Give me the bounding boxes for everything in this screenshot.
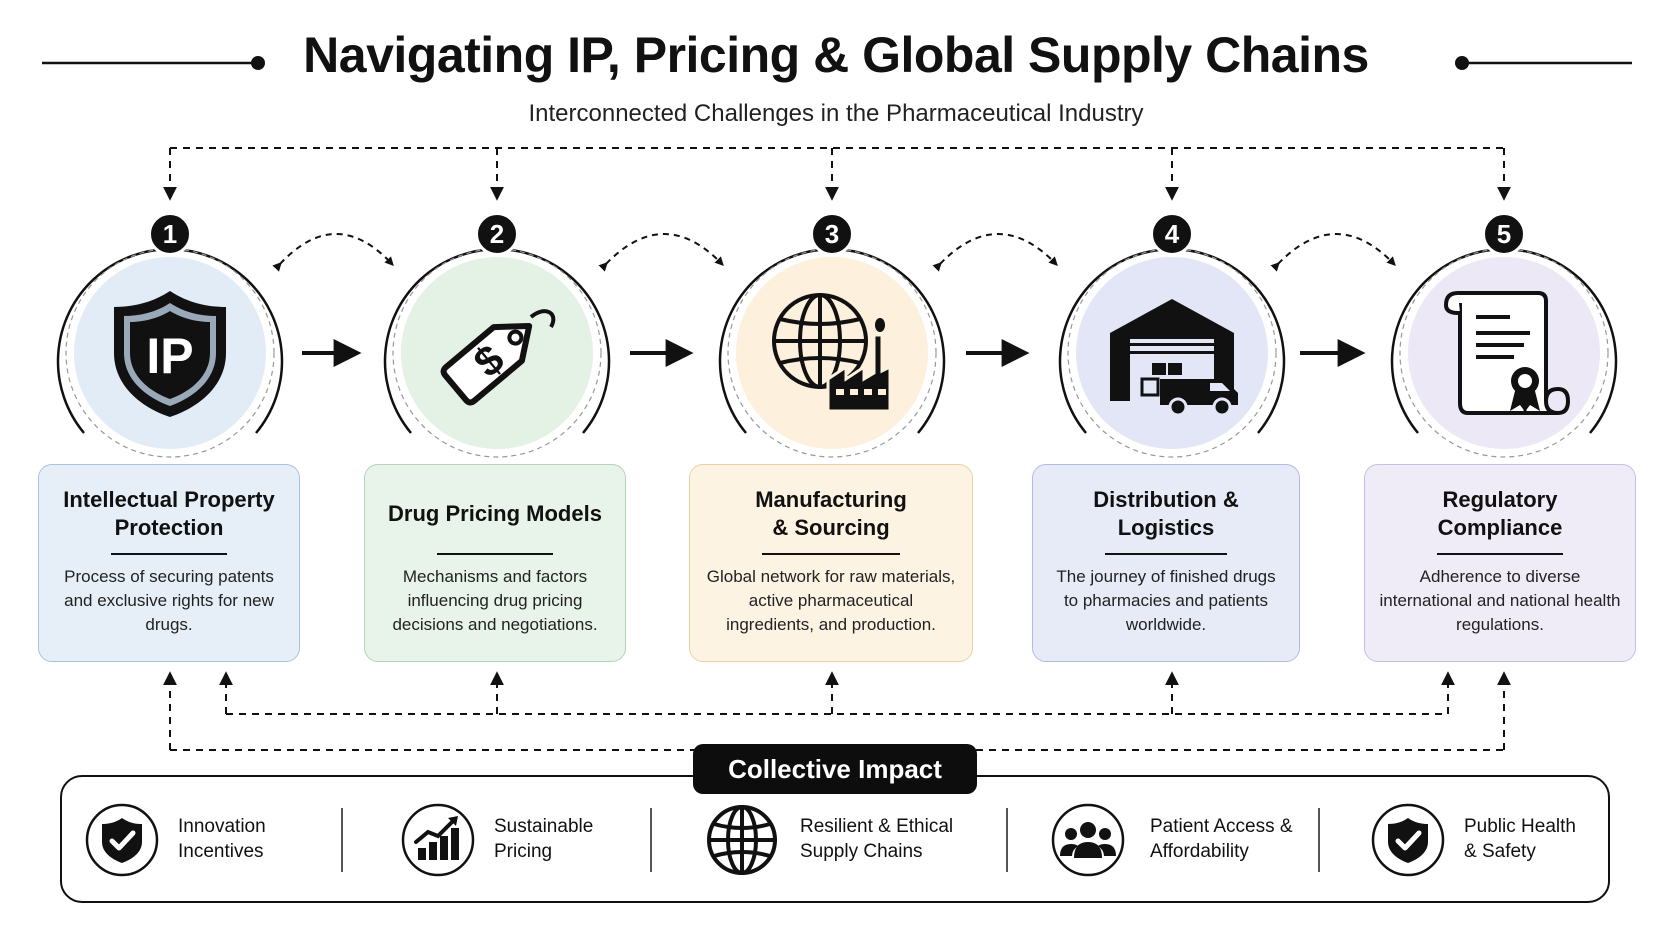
price-tag-icon: $	[427, 283, 567, 423]
ip-shield-icon: IP	[100, 283, 240, 423]
globe-icon	[704, 802, 780, 878]
impact-divider	[1318, 808, 1320, 872]
impact-divider	[341, 808, 343, 872]
stage-3-card: Manufacturing & Sourcing Global network …	[689, 464, 973, 662]
stage-3-number-badge: 3	[810, 212, 854, 256]
stage-3-number: 3	[824, 218, 840, 249]
impact-item-label: Resilient & Ethical Supply Chains	[800, 816, 954, 862]
stage-2-number: 2	[489, 218, 505, 249]
title-decoration	[42, 56, 1632, 70]
page-title: Navigating IP, Pricing & Global Supply C…	[303, 27, 1369, 83]
stage-2-circle: $	[381, 237, 613, 469]
shield-check-icon	[84, 802, 160, 878]
stage-1-number-badge: 1	[148, 212, 192, 256]
page-subtitle: Interconnected Challenges in the Pharmac…	[528, 100, 1144, 127]
impact-item-label: Sustainable Pricing	[494, 816, 594, 862]
stage-3-circle	[716, 237, 948, 469]
top-dashed-links	[163, 147, 1511, 201]
impact-item-label: Patient Access & Affordability	[1150, 816, 1293, 862]
stage-2-number-badge: 2	[475, 212, 519, 256]
impact-divider	[650, 808, 652, 872]
stage-4-card: Distribution & Logistics The journey of …	[1032, 464, 1300, 662]
stage-5-description: Adherence to diverse international and n…	[1379, 567, 1621, 634]
stage-5-number: 5	[1496, 218, 1512, 249]
svg-text:IP: IP	[146, 328, 193, 384]
stage-1-number: 1	[162, 218, 178, 249]
stage-1-divider	[111, 553, 227, 555]
stage-1-title: Intellectual Property Protection	[63, 487, 275, 540]
stage-1-description: Process of securing patents and exclusiv…	[64, 567, 274, 634]
impact-item-label: Public Health & Safety	[1464, 816, 1576, 862]
globe-factory-icon	[762, 283, 902, 423]
stage-5-card: Regulatory Compliance Adherence to diver…	[1364, 464, 1636, 662]
stage-4-number-badge: 4	[1150, 212, 1194, 256]
people-icon	[1050, 802, 1126, 878]
stage-3-divider	[762, 553, 900, 555]
stage-5-circle	[1388, 237, 1620, 469]
stage-2-card: Drug Pricing Models Mechanisms and facto…	[364, 464, 626, 662]
stage-3-backdrop	[736, 257, 928, 449]
impact-item-patient-access: Patient Access & Affordability	[1050, 800, 1320, 880]
stage-5-title: Regulatory Compliance	[1437, 487, 1563, 540]
impact-item-pricing: Sustainable Pricing	[400, 800, 640, 880]
stage-1-circle: IP	[54, 237, 286, 469]
stage-5-number-badge: 5	[1482, 212, 1526, 256]
impact-item-supply-chains: Resilient & Ethical Supply Chains	[704, 800, 994, 880]
stage-4-description: The journey of finished drugs to pharmac…	[1056, 567, 1276, 634]
collective-impact-label: Collective Impact	[693, 744, 977, 794]
stage-2-divider	[437, 553, 553, 555]
certificate-icon	[1434, 283, 1574, 423]
warehouse-truck-icon	[1102, 283, 1242, 423]
stage-2-title: Drug Pricing Models	[388, 501, 602, 526]
stage-3-description: Global network for raw materials, active…	[706, 567, 956, 634]
stage-3-title: Manufacturing & Sourcing	[755, 487, 907, 540]
impact-divider	[1006, 808, 1008, 872]
stage-4-title: Distribution & Logistics	[1093, 487, 1239, 540]
stage-4-circle	[1056, 237, 1288, 469]
curved-links	[272, 233, 1396, 272]
stage-5-divider	[1437, 553, 1563, 555]
impact-item-label: Innovation Incentives	[178, 816, 266, 862]
stage-1-card: Intellectual Property Protection Process…	[38, 464, 300, 662]
bottom-dashed-links	[163, 671, 1511, 751]
stage-4-number: 4	[1164, 218, 1180, 249]
shield-check-icon	[1370, 802, 1446, 878]
stage-4-divider	[1105, 553, 1227, 555]
impact-item-innovation: Innovation Incentives	[84, 800, 344, 880]
growth-chart-icon	[400, 802, 476, 878]
stage-2-description: Mechanisms and factors influencing drug …	[392, 567, 598, 634]
impact-item-public-health: Public Health & Safety	[1370, 800, 1600, 880]
